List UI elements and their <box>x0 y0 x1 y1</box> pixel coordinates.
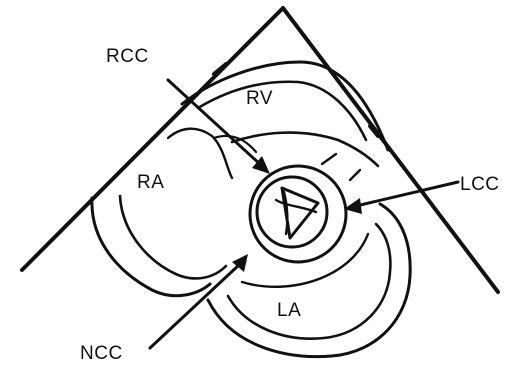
label-ncc: NCC <box>80 343 123 364</box>
scan-sector <box>22 8 498 292</box>
label-rv: RV <box>246 88 273 109</box>
ra-inner-wall <box>120 196 226 278</box>
commissure-tick <box>322 154 336 164</box>
label-la: LA <box>277 300 301 321</box>
sector-right-edge <box>283 8 498 292</box>
commissure-tick <box>350 170 360 180</box>
cusp-commissure <box>276 200 316 212</box>
left-atrium <box>208 204 410 357</box>
label-lcc: LCC <box>460 174 500 195</box>
ncc-arrow-shaft <box>150 264 240 348</box>
label-ra: RA <box>137 172 164 193</box>
lcc-arrow-shaft <box>356 182 458 206</box>
label-rcc: RCC <box>106 46 149 67</box>
ra-outer-wall <box>92 198 210 296</box>
pointer-arrows <box>150 80 458 348</box>
